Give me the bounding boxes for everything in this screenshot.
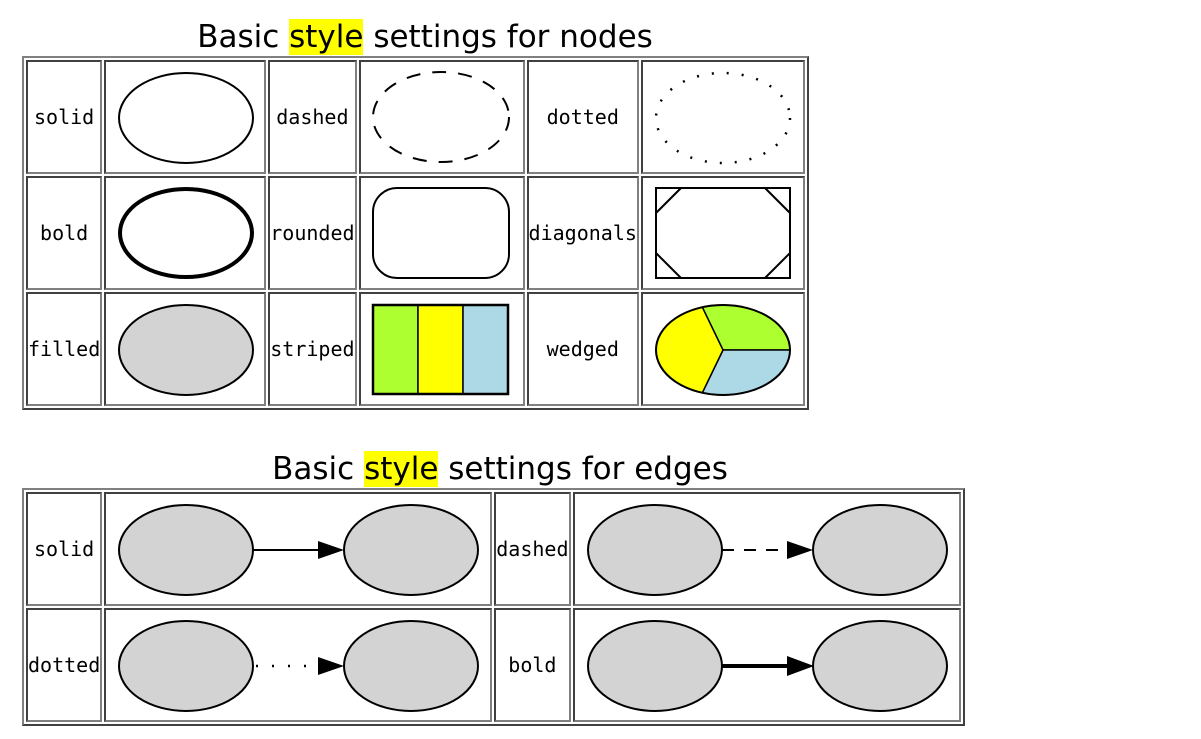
label-cell: bold: [26, 176, 103, 290]
nodes-title-prefix: Basic: [197, 19, 290, 55]
edge-style-label: dashed: [496, 537, 569, 561]
node-style-label: wedged: [546, 337, 619, 361]
label-cell: diagonals: [526, 176, 639, 290]
nodes-table: solid dashed dotted bold: [22, 56, 809, 410]
solid-edge-diagram: [118, 504, 480, 596]
edge-cell: [104, 492, 493, 606]
nodes-title: Basic style settings for nodes: [22, 17, 828, 57]
edges-title: Basic style settings for edges: [22, 449, 978, 489]
shape-cell: [104, 292, 267, 406]
bold-ellipse-node: [118, 187, 255, 279]
node-style-label: bold: [40, 221, 89, 245]
shape-cell: [640, 176, 805, 290]
table-row: solid dashed dotted: [26, 60, 805, 174]
nodes-title-suffix: settings for nodes: [363, 19, 653, 55]
shape-cell: [640, 292, 805, 406]
node-style-label: striped: [270, 337, 355, 361]
label-cell: dashed: [494, 492, 571, 606]
node-style-label: solid: [34, 105, 95, 129]
edges-title-highlight: style: [364, 451, 439, 487]
rounded-box-node: [371, 187, 510, 279]
label-cell: wedged: [526, 292, 639, 406]
label-cell: striped: [268, 292, 357, 406]
node-style-label: dashed: [276, 105, 349, 129]
dashed-ellipse-node: [371, 71, 510, 163]
label-cell: solid: [26, 492, 103, 606]
label-cell: dotted: [526, 60, 639, 174]
table-row: bold rounded diagonals: [26, 176, 805, 290]
edge-cell: [572, 492, 961, 606]
filled-ellipse-node: [118, 304, 255, 396]
edge-style-label: solid: [34, 537, 95, 561]
node-style-label: filled: [28, 337, 101, 361]
edges-title-prefix: Basic: [272, 451, 365, 487]
label-cell: filled: [26, 292, 103, 406]
label-cell: dashed: [268, 60, 357, 174]
wedged-ellipse-node: [654, 304, 791, 396]
edge-style-label: bold: [508, 653, 557, 677]
label-cell: rounded: [268, 176, 357, 290]
edge-cell: [572, 608, 961, 722]
dotted-edge-diagram: [118, 620, 480, 712]
dotted-ellipse-node: [654, 71, 792, 165]
solid-ellipse-node: [118, 72, 255, 164]
shape-cell: [358, 60, 525, 174]
diagonals-box-node: [654, 187, 791, 279]
nodes-title-highlight: style: [289, 19, 364, 55]
shape-cell: [104, 60, 267, 174]
table-row: solid dashed: [26, 492, 961, 606]
bold-edge-diagram: [586, 620, 948, 712]
striped-box-node: [371, 303, 509, 396]
node-style-label: diagonals: [528, 221, 637, 245]
shape-cell: [358, 292, 525, 406]
table-row: filled striped wedged: [26, 292, 805, 406]
edges-table: solid dashed dotted: [22, 488, 965, 726]
edge-style-label: dotted: [28, 653, 101, 677]
label-cell: solid: [26, 60, 103, 174]
table-row: dotted bold: [26, 608, 961, 722]
shape-cell: [104, 176, 267, 290]
edge-cell: [104, 608, 493, 722]
dashed-edge-diagram: [586, 504, 948, 596]
edges-title-suffix: settings for edges: [438, 451, 728, 487]
label-cell: bold: [494, 608, 571, 722]
node-style-label: dotted: [546, 105, 619, 129]
shape-cell: [358, 176, 525, 290]
label-cell: dotted: [26, 608, 103, 722]
node-style-label: rounded: [270, 221, 355, 245]
shape-cell: [640, 60, 805, 174]
